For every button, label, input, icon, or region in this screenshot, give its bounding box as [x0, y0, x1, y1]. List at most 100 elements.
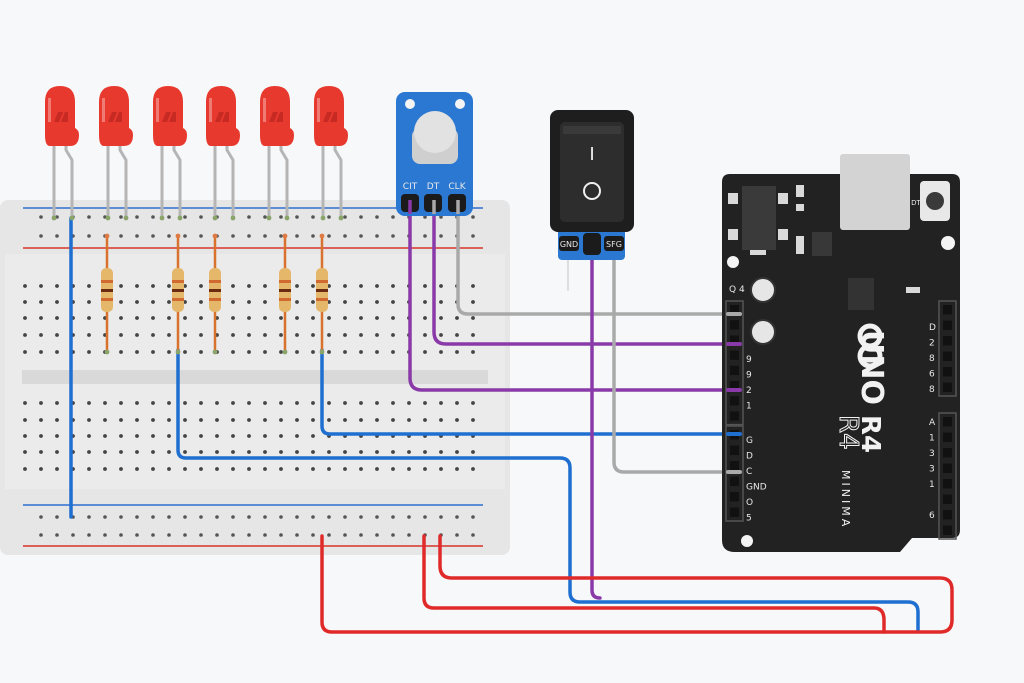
terminal-hole: [23, 284, 27, 288]
terminal-hole: [439, 316, 443, 320]
terminal-hole: [311, 316, 315, 320]
terminal-hole: [391, 333, 395, 337]
header-label: 9: [746, 371, 752, 381]
rail-hole: [215, 533, 219, 537]
header-pin: [943, 463, 952, 473]
rail-hole: [279, 515, 283, 519]
header-label: Q 4: [729, 285, 745, 295]
rail-hole: [407, 533, 411, 537]
rail-hole: [263, 533, 267, 537]
terminal-hole: [423, 450, 427, 454]
terminal-hole: [103, 418, 107, 422]
terminal-hole: [359, 467, 363, 471]
rail-hole: [39, 533, 43, 537]
terminal-hole: [391, 350, 395, 354]
rail-hole: [199, 533, 203, 537]
wire-purple-dt: [432, 203, 737, 346]
wire-purple-switch: [590, 244, 602, 600]
rail-hole: [87, 234, 91, 238]
rail-hole: [327, 234, 331, 238]
header-pin: [730, 461, 739, 471]
terminal-hole: [167, 450, 171, 454]
rocker-switch[interactable]: I GND SFG: [550, 110, 634, 260]
terminal-hole: [279, 401, 283, 405]
terminal-hole: [119, 401, 123, 405]
terminal-hole: [423, 284, 427, 288]
terminal-hole: [199, 333, 203, 337]
resistor: [209, 233, 221, 355]
terminal-hole: [135, 284, 139, 288]
terminal-hole: [327, 284, 331, 288]
terminal-hole: [375, 418, 379, 422]
led: [153, 86, 187, 221]
terminal-hole: [471, 333, 475, 337]
rail-hole: [135, 215, 139, 219]
terminal-hole: [327, 418, 331, 422]
terminal-hole: [343, 467, 347, 471]
rail-hole: [359, 515, 363, 519]
terminal-hole: [247, 300, 251, 304]
rail-hole: [87, 215, 91, 219]
terminal-hole: [295, 333, 299, 337]
rail-hole: [247, 533, 251, 537]
terminal-hole: [167, 467, 171, 471]
terminal-hole: [423, 300, 427, 304]
terminal-hole: [423, 350, 427, 354]
terminal-hole: [423, 333, 427, 337]
rail-hole: [423, 515, 427, 519]
terminal-hole: [87, 418, 91, 422]
header-pin: [943, 351, 952, 361]
rail-hole: [263, 515, 267, 519]
terminal-hole: [87, 350, 91, 354]
terminal-hole: [263, 316, 267, 320]
leds: [45, 86, 348, 221]
header-pin: [943, 417, 952, 427]
header-label: 8: [929, 385, 935, 395]
terminal-hole: [199, 316, 203, 320]
terminal-hole: [151, 300, 155, 304]
reset-button[interactable]: [926, 192, 944, 210]
switch-pin-label: GND: [560, 240, 578, 249]
terminal-hole: [311, 418, 315, 422]
terminal-hole: [151, 284, 155, 288]
header-pin: [730, 411, 739, 421]
wire-gray-switch-signal: [612, 244, 737, 474]
rail-hole: [375, 234, 379, 238]
rail-hole: [183, 515, 187, 519]
rail-hole: [311, 515, 315, 519]
terminal-hole: [375, 284, 379, 288]
terminal-hole: [439, 418, 443, 422]
rail-hole: [183, 215, 187, 219]
rail-hole: [55, 234, 59, 238]
terminal-hole: [183, 434, 187, 438]
terminal-hole: [311, 300, 315, 304]
rail-hole: [311, 533, 315, 537]
terminal-hole: [455, 467, 459, 471]
terminal-hole: [39, 450, 43, 454]
rail-hole: [343, 234, 347, 238]
terminal-hole: [311, 450, 315, 454]
terminal-hole: [199, 450, 203, 454]
terminal-hole: [247, 284, 251, 288]
terminal-hole: [391, 300, 395, 304]
digital-header-right: [938, 300, 957, 397]
terminal-hole: [55, 418, 59, 422]
terminal-hole: [135, 467, 139, 471]
terminal-hole: [247, 467, 251, 471]
terminal-hole: [39, 401, 43, 405]
rail-hole: [471, 515, 475, 519]
encoder-knob[interactable]: [414, 111, 456, 153]
terminal-hole: [199, 284, 203, 288]
terminal-hole: [359, 401, 363, 405]
terminal-hole: [167, 350, 171, 354]
encoder-pin-label: CLK: [448, 182, 466, 192]
header-label: 6: [929, 370, 935, 380]
terminal-hole: [103, 401, 107, 405]
terminal-hole: [327, 316, 331, 320]
terminal-hole: [135, 333, 139, 337]
rail-hole: [151, 533, 155, 537]
terminal-hole: [23, 401, 27, 405]
switch-off-symbol: [583, 182, 601, 200]
